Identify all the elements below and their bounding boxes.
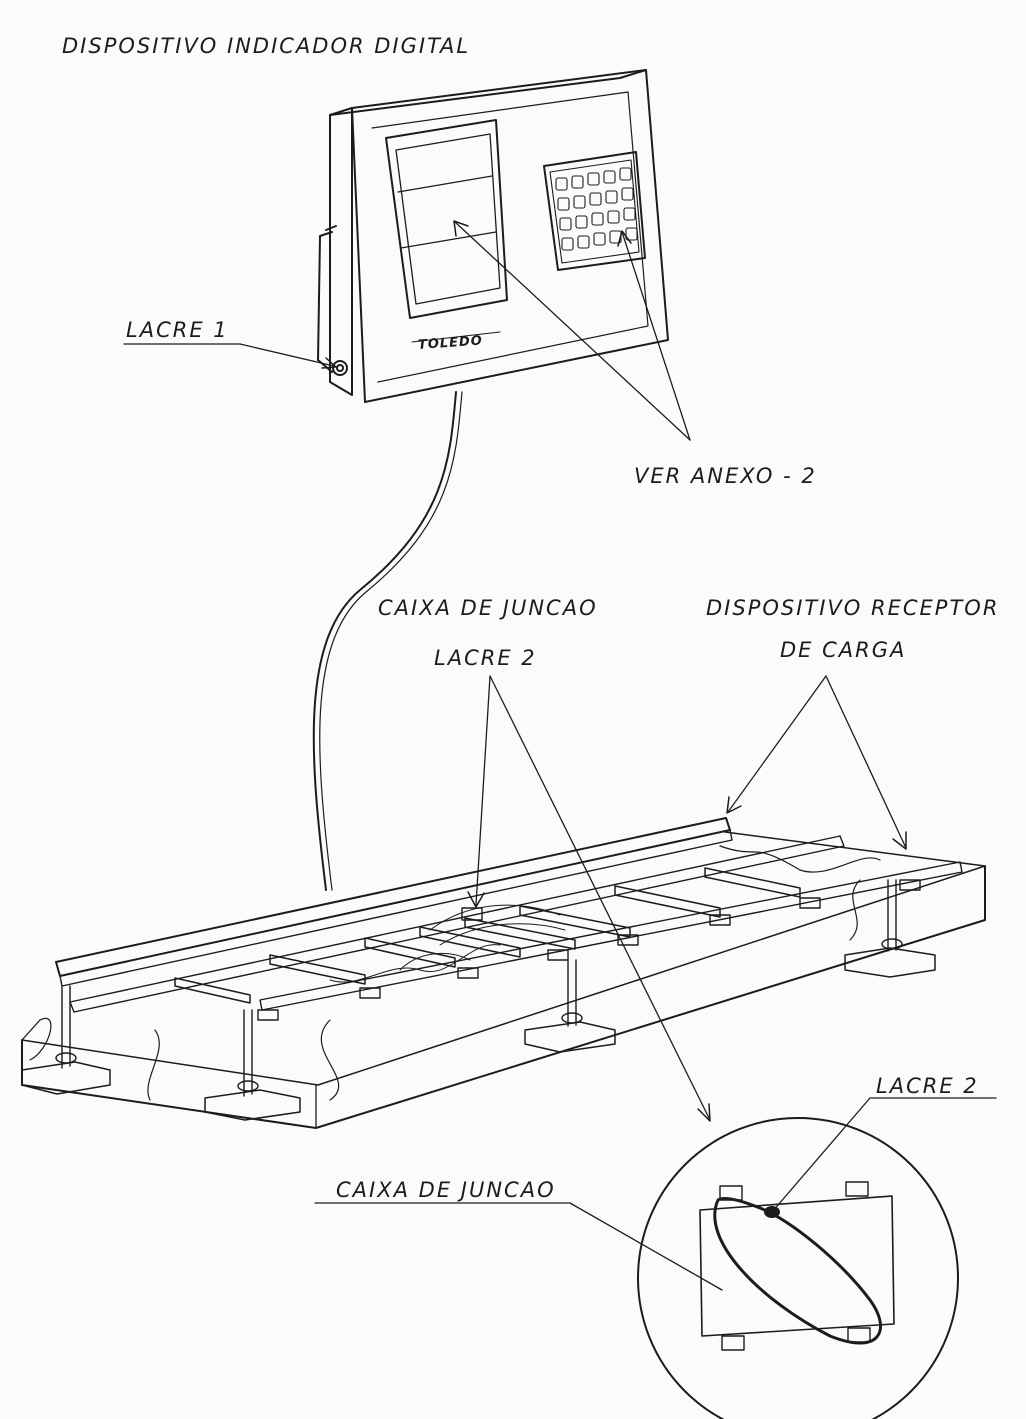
digital-indicator <box>317 69 669 403</box>
label-digital-indicator: DISPOSITIVO INDICADOR DIGITAL <box>62 34 471 58</box>
cable <box>312 391 457 891</box>
rail-weighbridge <box>21 817 986 1129</box>
label-junction-box: CAIXA DE JUNCAO <box>378 596 598 620</box>
label-seal-1: LACRE 1 <box>126 318 229 342</box>
keypad-keys <box>555 167 638 251</box>
label-detail-junction-box: CAIXA DE JUNCAO <box>336 1178 556 1202</box>
label-detail-seal-2: LACRE 2 <box>876 1074 979 1098</box>
label-seal-2: LACRE 2 <box>434 646 537 670</box>
junction-box-detail <box>637 1117 959 1419</box>
label-load-receptor-line1: DISPOSITIVO RECEPTOR <box>706 596 1000 620</box>
label-see-annex-2: VER ANEXO - 2 <box>634 464 817 488</box>
label-load-receptor-line2: DE CARGA <box>780 638 907 662</box>
leader-lines <box>123 220 997 1291</box>
